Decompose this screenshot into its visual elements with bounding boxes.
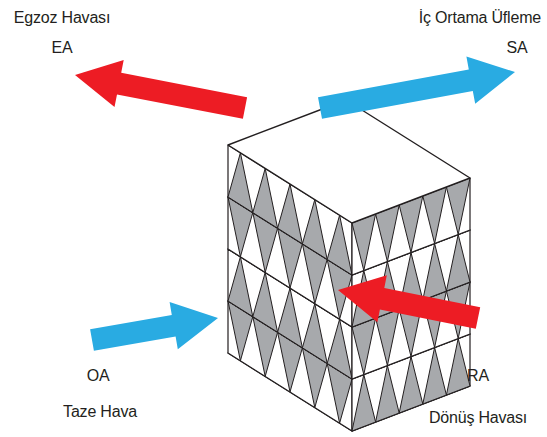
plate-stack <box>228 100 470 431</box>
corrugation-fold <box>302 200 327 260</box>
air-stream-name: Taze Hava <box>63 402 137 422</box>
air-stream-name: Dönüş Havası <box>429 408 527 428</box>
supply-air-arrow <box>318 57 515 119</box>
corrugation-fold <box>399 196 423 253</box>
air-stream-code: RA <box>467 366 489 386</box>
corrugation-fold <box>376 205 400 262</box>
air-stream-name: İç Ortama Üfleme <box>419 8 541 28</box>
corrugation-fold <box>446 339 470 396</box>
heat-exchanger-plate <box>228 100 470 223</box>
corrugation-fold <box>278 288 303 348</box>
return-air-arrow <box>338 275 480 329</box>
corrugation-fold <box>253 168 278 228</box>
corrugation-fold <box>327 319 352 379</box>
air-stream-code: OA <box>87 366 110 386</box>
corrugation-fold <box>423 244 447 301</box>
corrugation-fold <box>376 309 400 366</box>
air-stream-code: EA <box>52 38 73 58</box>
air-stream-code: SA <box>507 38 528 58</box>
outdoor-air-arrow <box>90 302 218 351</box>
corrugation-fold <box>352 318 376 375</box>
exhaust-air-arrow <box>75 60 247 119</box>
corrugation-fold <box>376 366 400 423</box>
corrugation-fold <box>302 304 327 364</box>
corrugation-fold <box>423 187 447 244</box>
air-stream-name: Egzoz Havası <box>14 8 110 28</box>
corrugation-fold <box>228 153 253 213</box>
corrugation-fold <box>446 235 470 292</box>
corrugation-fold <box>352 375 376 432</box>
corrugation-fold <box>423 348 447 405</box>
corrugation-fold <box>327 215 352 275</box>
corrugation-fold <box>278 184 303 244</box>
corrugation-fold <box>446 178 470 235</box>
corrugation-fold <box>399 357 423 414</box>
corrugation-fold <box>253 272 278 332</box>
corrugation-fold <box>352 214 376 271</box>
corrugation-fold <box>228 257 253 317</box>
